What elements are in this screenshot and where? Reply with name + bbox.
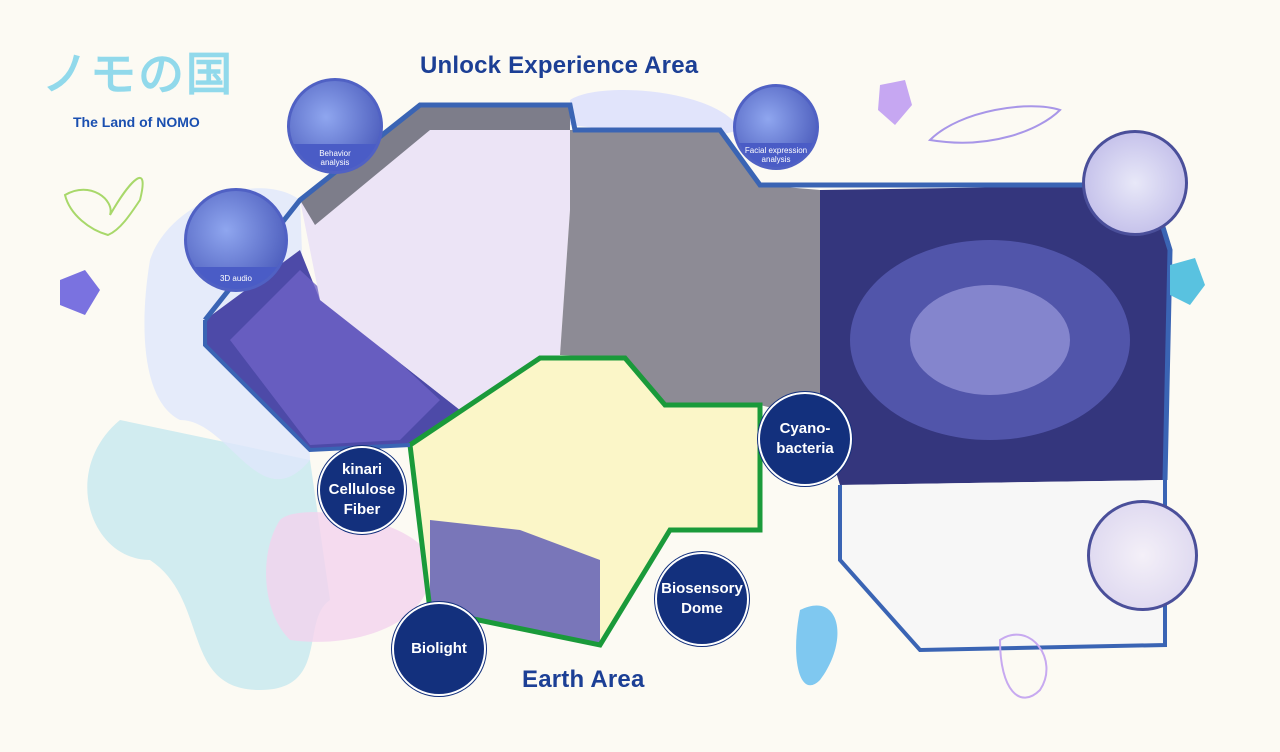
kinari-cellulose-fiber-badge[interactable]: kinari Cellulose Fiber — [318, 446, 406, 534]
cyano-label: Cyano- bacteria — [776, 420, 834, 457]
room-facial — [560, 130, 820, 420]
room-3d-audio-floor — [230, 270, 440, 445]
facial-expression-label: Facial expression analysis — [736, 143, 816, 167]
projection-swirl — [910, 285, 1070, 395]
touch-panel-bubble — [1087, 500, 1198, 611]
unlock-area-title: Unlock Experience Area — [420, 52, 699, 79]
decorative-bubbles — [266, 512, 431, 642]
decorative-swirl — [796, 605, 838, 686]
crystal-icon — [60, 270, 100, 315]
biolight-badge[interactable]: Biolight — [392, 602, 486, 696]
room-entrance — [840, 480, 1165, 650]
lamp-bubble — [1082, 130, 1188, 236]
3d-audio-label: 3D audio — [187, 267, 285, 289]
spiral-icon — [927, 105, 1062, 144]
biolight-label: Biolight — [411, 640, 467, 657]
behavior-analysis-bubble: Behavior analysis — [287, 78, 383, 174]
cyanobacteria-badge[interactable]: Cyano- bacteria — [758, 392, 852, 486]
facial-expression-bubble: Facial expression analysis — [733, 84, 819, 170]
behavior-analysis-label: Behavior analysis — [290, 144, 380, 171]
earth-area-outline — [407, 355, 763, 648]
biosensory-dome-badge[interactable]: Biosensory Dome — [655, 552, 749, 646]
logo-english: The Land of NOMO — [73, 114, 200, 130]
butterfly-icon — [998, 633, 1048, 699]
decorative-wave — [87, 420, 331, 690]
earth-area-title: Earth Area — [522, 666, 645, 693]
kinari-label: kinari Cellulose Fiber — [328, 461, 396, 518]
logo-japanese: ノモの国 — [42, 47, 234, 101]
crystal-icon — [878, 80, 912, 125]
earth-area-lower — [430, 520, 600, 645]
butterfly-icon — [63, 177, 144, 237]
crystal-icon — [1170, 258, 1205, 305]
3d-audio-bubble: 3D audio — [184, 188, 288, 292]
biosensory-label: Biosensory Dome — [661, 580, 743, 617]
